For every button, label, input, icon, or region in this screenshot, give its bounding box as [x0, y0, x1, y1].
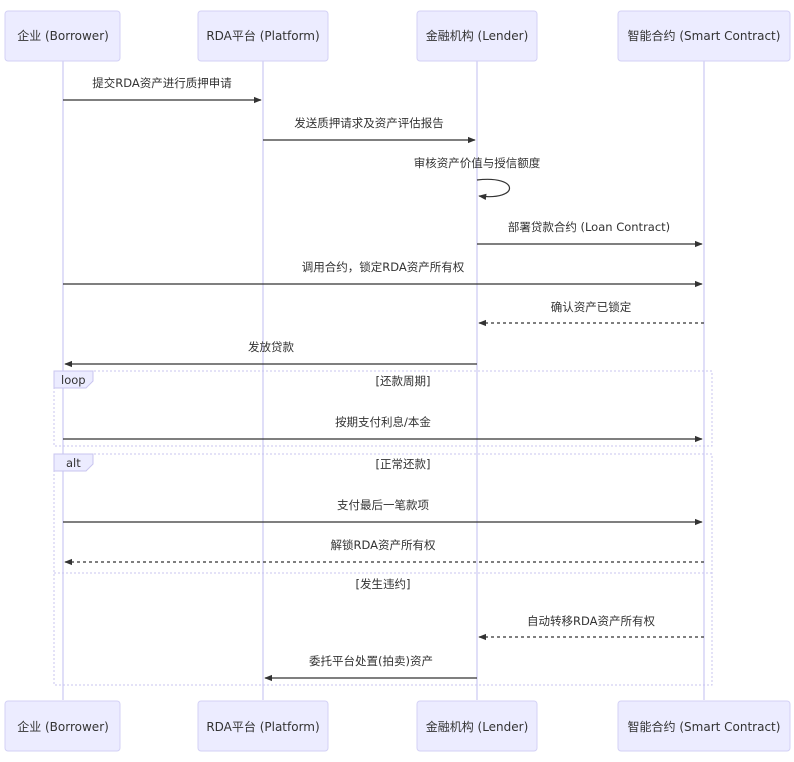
message-m5: 调用合约，锁定RDA资产所有权	[63, 260, 703, 288]
actor-label: RDA平台 (Platform)	[206, 719, 319, 734]
message-text: 调用合约，锁定RDA资产所有权	[302, 260, 465, 274]
actor-lender-top[interactable]: 金融机构 (Lender)	[416, 10, 538, 62]
message-text: 确认资产已锁定	[551, 300, 632, 314]
loop-frame-condition: [还款周期]	[376, 374, 431, 388]
message-text: 审核资产价值与授信额度	[414, 156, 541, 170]
actor-borrower-bottom[interactable]: 企业 (Borrower)	[4, 700, 121, 752]
frames: loop [还款周期] alt [正常还款] [发生违约]	[53, 370, 713, 686]
actor-platform-top[interactable]: RDA平台 (Platform)	[197, 10, 329, 62]
message-text: 解锁RDA资产所有权	[330, 538, 436, 552]
alt-frame-else-condition: [发生违约]	[356, 577, 411, 591]
message-m12: 委托平台处置(拍卖)资产	[264, 654, 477, 682]
message-m6: 确认资产已锁定	[478, 300, 704, 327]
alt-frame-condition: [正常还款]	[376, 457, 431, 471]
loop-frame: loop [还款周期]	[53, 370, 713, 447]
message-m2: 发送质押请求及资产评估报告	[263, 116, 476, 144]
message-m3: 审核资产价值与授信额度	[414, 156, 541, 201]
message-text: 自动转移RDA资产所有权	[527, 614, 656, 628]
message-m8: 按期支付利息/本金	[63, 415, 703, 443]
actor-label: 金融机构 (Lender)	[426, 719, 529, 734]
message-text: 委托平台处置(拍卖)资产	[309, 654, 433, 668]
actors-bottom: 企业 (Borrower) RDA平台 (Platform) 金融机构 (Len…	[4, 700, 791, 752]
message-text: 部署贷款合约 (Loan Contract)	[508, 220, 670, 234]
message-text: 发送质押请求及资产评估报告	[294, 116, 444, 130]
alt-frame-keyword: alt	[66, 456, 81, 470]
actor-label: 智能合约 (Smart Contract)	[628, 28, 781, 43]
message-m1: 提交RDA资产进行质押申请	[63, 76, 262, 104]
loop-frame-keyword: loop	[61, 373, 86, 387]
actor-lender-bottom[interactable]: 金融机构 (Lender)	[416, 700, 538, 752]
actor-contract-top[interactable]: 智能合约 (Smart Contract)	[617, 10, 791, 62]
actor-label: 企业 (Borrower)	[17, 719, 109, 734]
actor-label: RDA平台 (Platform)	[206, 28, 319, 43]
message-arrow	[476, 178, 510, 201]
message-m9: 支付最后一笔款项	[63, 498, 703, 526]
message-text: 按期支付利息/本金	[335, 415, 431, 429]
message-text: 提交RDA资产进行质押申请	[92, 76, 232, 90]
message-text: 发放贷款	[248, 340, 294, 354]
actor-platform-bottom[interactable]: RDA平台 (Platform)	[197, 700, 329, 752]
message-m11: 自动转移RDA资产所有权	[478, 614, 704, 641]
actor-borrower-top[interactable]: 企业 (Borrower)	[4, 10, 121, 62]
actor-label: 智能合约 (Smart Contract)	[628, 719, 781, 734]
messages: 提交RDA资产进行质押申请 发送质押请求及资产评估报告 审核资产价值与授信额度 …	[63, 76, 704, 682]
actor-label: 金融机构 (Lender)	[426, 28, 529, 43]
actor-contract-bottom[interactable]: 智能合约 (Smart Contract)	[617, 700, 791, 752]
message-m7: 发放贷款	[64, 340, 477, 368]
message-m4: 部署贷款合约 (Loan Contract)	[477, 220, 703, 248]
alt-frame: alt [正常还款] [发生违约]	[53, 453, 713, 686]
actors-top: 企业 (Borrower) RDA平台 (Platform) 金融机构 (Len…	[4, 10, 791, 62]
message-text: 支付最后一笔款项	[337, 498, 429, 512]
message-m10: 解锁RDA资产所有权	[64, 538, 704, 566]
actor-label: 企业 (Borrower)	[17, 28, 109, 43]
